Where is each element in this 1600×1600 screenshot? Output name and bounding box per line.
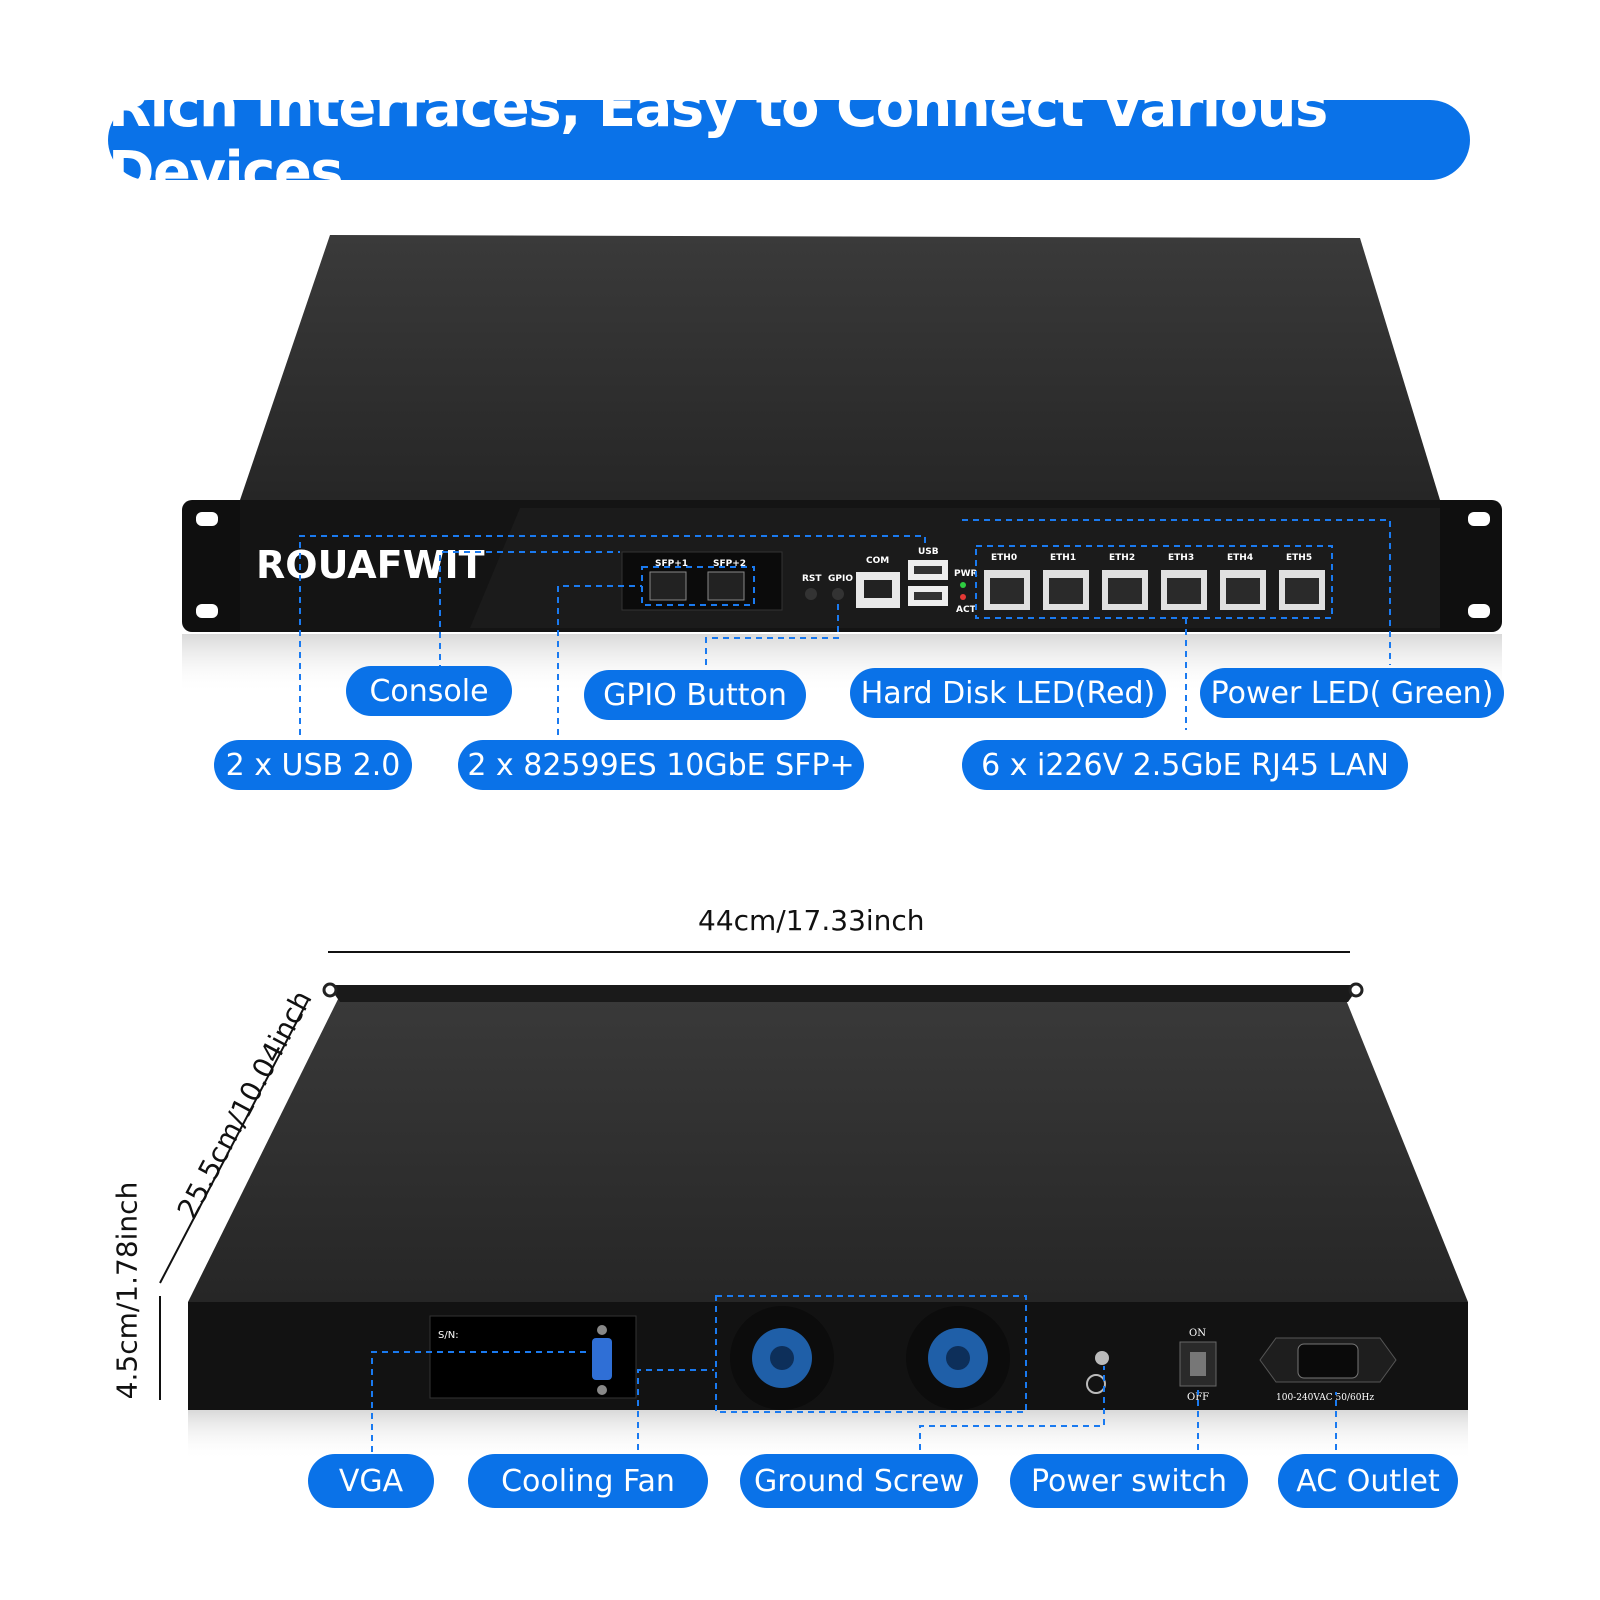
ground-symbol-icon xyxy=(1086,1374,1106,1394)
serial-label: S/N: xyxy=(438,1330,459,1341)
eth3-label: ETH3 xyxy=(1168,553,1194,563)
dimension-lines xyxy=(159,951,1350,1400)
front-callout-lines xyxy=(299,519,1391,735)
com-label: COM xyxy=(866,556,889,566)
switch-off-label: OFF xyxy=(1187,1392,1209,1403)
rack-ear-hole-left xyxy=(196,512,218,526)
console-callout: Console xyxy=(346,666,512,716)
vga-port[interactable] xyxy=(592,1338,612,1380)
eth5-label: ETH5 xyxy=(1286,553,1312,563)
sfp-block xyxy=(621,551,783,611)
rack-ear-hole-right xyxy=(1468,512,1490,526)
act-led-label: ACT xyxy=(956,605,977,615)
ac-rating-label: 100-240VAC 50/60Hz xyxy=(1276,1393,1374,1403)
ground-screw-callout: Ground Screw xyxy=(740,1454,978,1508)
rst-button[interactable] xyxy=(805,588,817,600)
power-led xyxy=(960,582,966,588)
lan-callout: 6 x i226V 2.5GbE RJ45 LAN xyxy=(962,740,1408,790)
eth0-label: ETH0 xyxy=(991,553,1017,563)
vga-callout: VGA xyxy=(308,1454,434,1508)
sfp-port-1[interactable] xyxy=(649,571,687,601)
gpio-label: GPIO xyxy=(828,574,853,584)
sfp-port-2[interactable] xyxy=(707,571,745,601)
rear-reflection xyxy=(188,1410,1468,1460)
usb-callout: 2 x USB 2.0 xyxy=(214,740,412,790)
sfp-callout: 2 x 82599ES 10GbE SFP+ xyxy=(458,740,864,790)
rear-device-top xyxy=(188,985,1468,1302)
depth-dimension-line xyxy=(159,999,309,1284)
gpio-button[interactable] xyxy=(832,588,844,600)
rear-callout-lines xyxy=(371,1295,1337,1452)
hard-disk-led-callout: Hard Disk LED(Red) xyxy=(850,668,1166,718)
height-dimension: 4.5cm/1.78inch xyxy=(110,1181,144,1400)
cooling-fan-callout: Cooling Fan xyxy=(468,1454,708,1508)
sfp-2-label: SFP+2 xyxy=(713,559,746,569)
power-led-callout: Power LED( Green) xyxy=(1200,668,1504,718)
rear-device: S/N: ON OFF 100-240VAC 50/60Hz xyxy=(188,982,1468,1460)
ground-screw[interactable] xyxy=(1095,1351,1109,1365)
eth4-label: ETH4 xyxy=(1227,553,1253,563)
usb-label: USB xyxy=(918,547,939,557)
gpio-button-callout: GPIO Button xyxy=(584,670,806,720)
eth2-label: ETH2 xyxy=(1109,553,1135,563)
pwr-led-label: PWR xyxy=(954,569,978,579)
width-dimension: 44cm/17.33inch xyxy=(698,904,925,937)
front-device-top xyxy=(240,235,1440,500)
sfp-1-label: SFP+1 xyxy=(655,559,688,569)
switch-on-label: ON xyxy=(1189,1328,1206,1339)
eth1-label: ETH1 xyxy=(1050,553,1076,563)
power-switch-callout: Power switch xyxy=(1010,1454,1248,1508)
hdd-led xyxy=(960,594,966,600)
front-device: ROUAFWIT SFP+1 SFP+2 RST GPIO COM USB PW… xyxy=(182,235,1502,694)
ac-outlet-callout: AC Outlet xyxy=(1278,1454,1458,1508)
brand-logo: ROUAFWIT xyxy=(256,543,485,587)
rst-label: RST xyxy=(802,574,822,584)
